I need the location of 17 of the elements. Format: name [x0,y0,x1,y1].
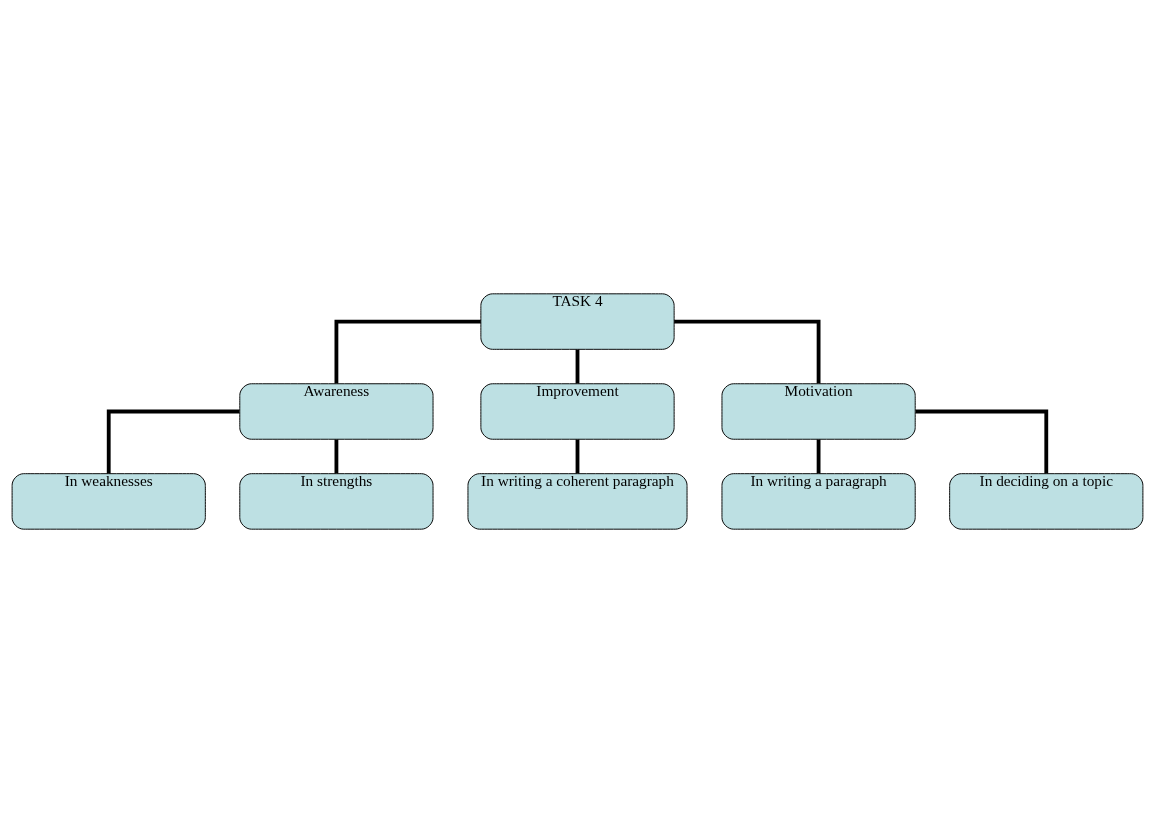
connector [915,409,1049,474]
node-box: Awareness [239,383,434,440]
connector [334,319,481,384]
connector [106,409,240,474]
connector [575,439,580,474]
node-box: In writing a coherent paragraph [467,473,688,530]
connector [674,319,821,384]
connector [334,439,339,474]
node-box: TASK 4 [480,293,675,350]
node-box: Motivation [721,383,916,440]
connector [575,349,580,384]
connector [816,439,821,474]
node-box: In writing a paragraph [721,473,916,530]
node-box: Improvement [480,383,675,440]
node-box: In strengths [239,473,434,530]
node-box: In weaknesses [11,473,206,530]
node-box: In deciding on a topic [949,473,1144,530]
